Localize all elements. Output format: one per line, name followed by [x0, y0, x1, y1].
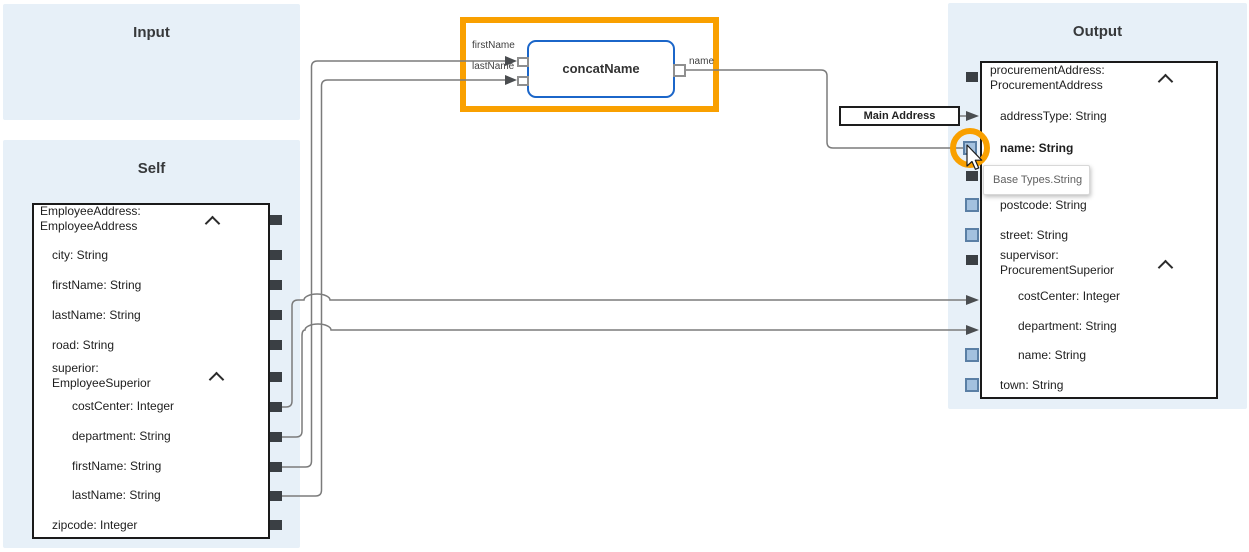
connection-costcenter[interactable] [282, 293, 966, 408]
type-tooltip: Base Types.String [983, 165, 1090, 195]
tree-row-department[interactable]: department: String [72, 429, 171, 443]
tree-row-superior-lastname[interactable]: lastName: String [72, 488, 161, 502]
connection-lastname-to-concat[interactable] [282, 79, 505, 497]
port-self-costcenter[interactable] [270, 402, 282, 412]
connection-firstname-to-concat[interactable] [282, 60, 505, 468]
port-output-street[interactable] [965, 228, 979, 242]
function-input-port-lastname[interactable] [517, 76, 529, 86]
constant-node-main-address[interactable]: Main Address [839, 106, 960, 126]
tree-row-out-name[interactable]: name: String [1018, 348, 1087, 362]
output-panel-title: Output [1072, 23, 1123, 40]
port-output-supervisor[interactable] [966, 255, 978, 265]
function-node-concatname[interactable]: concatName [527, 40, 675, 98]
function-input-label: lastName [472, 61, 515, 72]
port-self-superior[interactable] [270, 372, 282, 382]
tree-row-supervisor[interactable]: supervisor: ProcurementSuperior [1000, 248, 1115, 277]
function-output-label: name [689, 56, 715, 67]
port-output-procurementaddress[interactable] [966, 72, 978, 82]
port-output-name-drop-target[interactable] [963, 141, 977, 155]
tree-row-street[interactable]: street: String [1000, 228, 1069, 242]
port-self-firstname[interactable] [270, 280, 282, 290]
port-output-postcode[interactable] [965, 198, 979, 212]
port-output-town[interactable] [965, 378, 979, 392]
tree-row-out-department[interactable]: department: String [1018, 319, 1117, 333]
tree-row-firstname[interactable]: firstName: String [52, 278, 142, 292]
tree-row-road[interactable]: road: String [52, 338, 115, 352]
connection-department[interactable] [282, 323, 966, 438]
port-self-lastname[interactable] [270, 310, 282, 320]
function-output-port-name[interactable] [673, 64, 686, 77]
tree-row-postcode[interactable]: postcode: String [1000, 198, 1087, 212]
tree-row-city[interactable]: city: String [52, 248, 109, 262]
function-input-port-firstname[interactable] [517, 57, 529, 67]
panel-input: Input [3, 4, 300, 120]
port-self-road[interactable] [270, 340, 282, 350]
tree-row-out-costcenter[interactable]: costCenter: Integer [1018, 289, 1121, 303]
function-input-label: firstName [472, 40, 515, 51]
port-self-employeeaddress[interactable] [270, 215, 282, 225]
tree-row-addresstype[interactable]: addressType: String [1000, 109, 1107, 123]
output-schema-box [980, 61, 1218, 399]
tree-row-zipcode[interactable]: zipcode: Integer [52, 518, 138, 532]
tree-row-name[interactable]: name: String [1000, 141, 1074, 155]
tree-row-superior-firstname[interactable]: firstName: String [72, 459, 162, 473]
port-self-city[interactable] [270, 250, 282, 260]
self-schema-box [32, 203, 270, 539]
tree-row-procurementaddress[interactable]: procurementAddress: ProcurementAddress [990, 63, 1105, 92]
input-panel-title: Input [133, 24, 170, 41]
tree-row-town[interactable]: town: String [1000, 378, 1064, 392]
tree-row-superior[interactable]: superior: EmployeeSuperior [52, 361, 151, 390]
port-output-supervisor-name[interactable] [965, 348, 979, 362]
port-self-superior-firstname[interactable] [270, 462, 282, 472]
self-panel-title: Self [137, 160, 166, 177]
port-output-hidden-row[interactable] [966, 171, 978, 181]
port-self-zipcode[interactable] [270, 520, 282, 530]
port-self-department[interactable] [270, 432, 282, 442]
tree-row-employeeaddress[interactable]: EmployeeAddress: EmployeeAddress [40, 204, 141, 233]
port-self-superior-lastname[interactable] [270, 491, 282, 501]
tree-row-lastname[interactable]: lastName: String [52, 308, 141, 322]
tree-row-costcenter[interactable]: costCenter: Integer [72, 399, 175, 413]
